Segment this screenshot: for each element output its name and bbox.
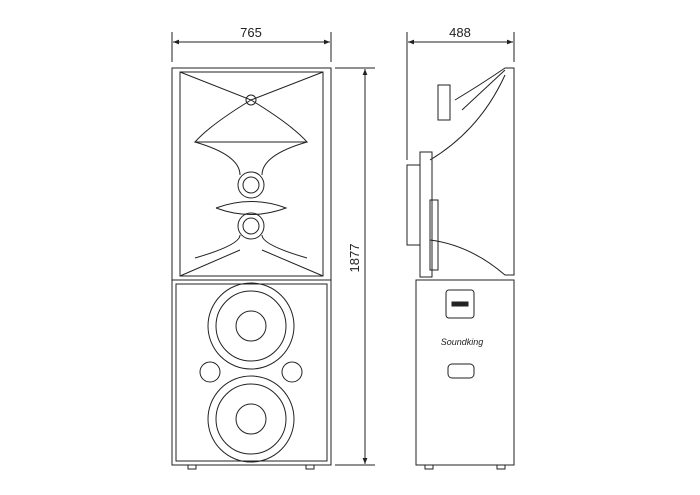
logo: Soundking [441,337,484,347]
front-bass-cabinet [171,279,332,470]
height-dimension: 1877 [335,67,375,466]
depth-label: 488 [449,25,471,40]
front-horn-cabinet [171,67,332,281]
width-dimension: 765 [171,25,332,62]
side-view: Soundking [406,67,515,470]
width-label: 765 [240,25,262,40]
height-label: 1877 [347,244,362,273]
depth-dimension: 488 [406,25,515,160]
